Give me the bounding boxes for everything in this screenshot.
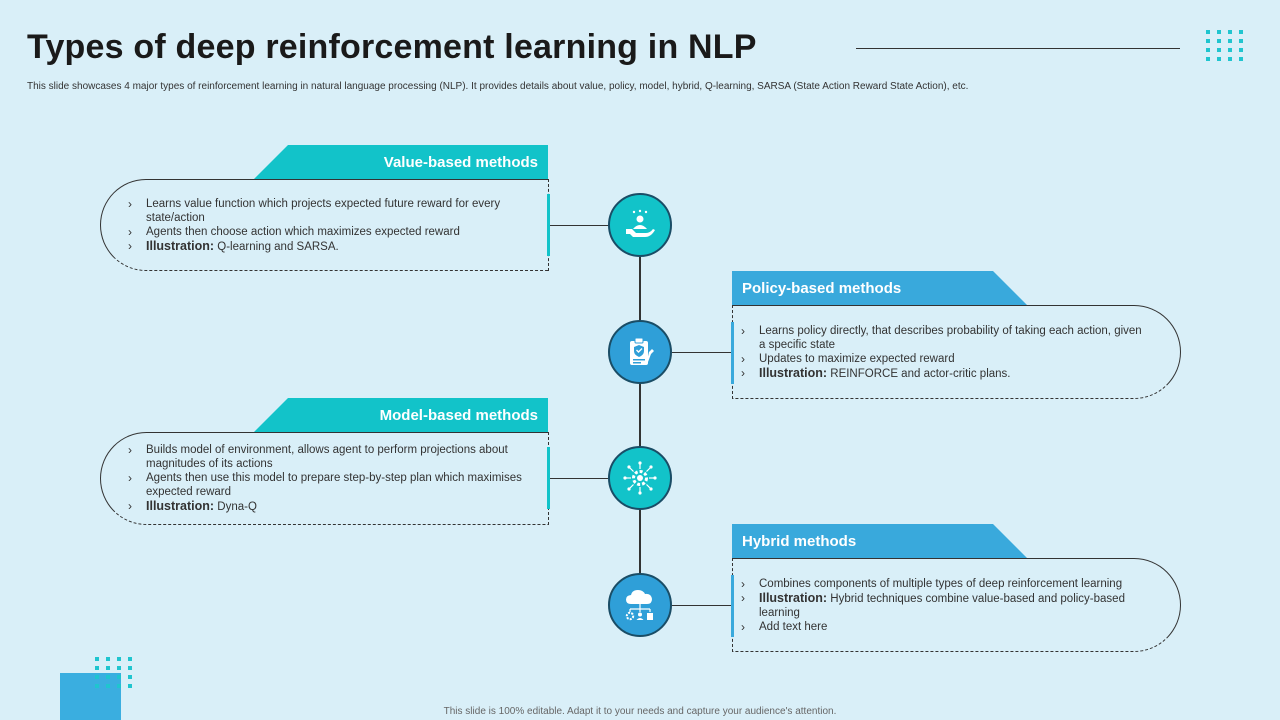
hybrid-node	[608, 573, 672, 637]
list-item: Agents then use this model to prepare st…	[128, 471, 523, 499]
list-item: Illustration: Q-learning and SARSA.	[128, 239, 523, 254]
hybrid-box: Combines components of multiple types of…	[731, 558, 1181, 652]
policy-based-box: Learns policy directly, that describes p…	[731, 305, 1181, 399]
dots-decoration-bottom	[95, 657, 145, 697]
connector-vertical	[639, 257, 641, 607]
model-based-header: Model-based methods	[254, 398, 548, 432]
connector-policy	[672, 352, 733, 353]
list-item: Agents then choose action which maximize…	[128, 225, 523, 239]
dots-decoration-top	[1206, 30, 1256, 70]
list-item: Updates to maximize expected reward	[741, 352, 1146, 366]
gear-network-icon	[623, 461, 657, 495]
policy-based-header: Policy-based methods	[732, 271, 1027, 305]
list-item: Builds model of environment, allows agen…	[128, 443, 523, 471]
connector-model	[549, 478, 609, 479]
page-subtitle: This slide showcases 4 major types of re…	[27, 81, 969, 92]
list-item: Learns value function which projects exp…	[128, 197, 523, 225]
list-item: Illustration: Dyna-Q	[128, 499, 523, 514]
value-based-node	[608, 193, 672, 257]
connector-hybrid	[672, 605, 733, 606]
footer-note: This slide is 100% editable. Adapt it to…	[443, 706, 837, 717]
title-divider	[856, 48, 1180, 49]
list-item: Illustration: REINFORCE and actor-critic…	[741, 366, 1146, 381]
hand-user-stars-icon	[626, 209, 655, 237]
list-item: Illustration: Hybrid techniques combine …	[741, 591, 1146, 620]
cloud-network-icon	[625, 590, 653, 621]
list-item: Combines components of multiple types of…	[741, 577, 1146, 591]
connector-value	[549, 225, 609, 226]
list-item: Add text here	[741, 620, 1146, 634]
policy-based-node	[608, 320, 672, 384]
model-based-node	[608, 446, 672, 510]
page-title: Types of deep reinforcement learning in …	[27, 28, 757, 66]
hybrid-header: Hybrid methods	[732, 524, 1027, 558]
value-based-box: Learns value function which projects exp…	[100, 179, 550, 271]
clipboard-shield-icon	[630, 337, 654, 365]
list-item: Learns policy directly, that describes p…	[741, 324, 1146, 352]
model-based-box: Builds model of environment, allows agen…	[100, 432, 550, 525]
corner-decoration	[60, 673, 121, 720]
value-based-header: Value-based methods	[254, 145, 548, 179]
